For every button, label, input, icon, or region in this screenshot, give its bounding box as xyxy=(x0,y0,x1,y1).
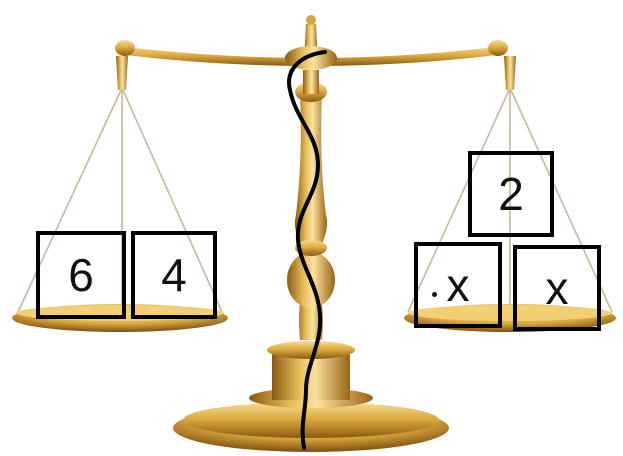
right-box-x-first: x xyxy=(414,242,502,328)
scale-column xyxy=(287,15,335,340)
left-box-four-label: 4 xyxy=(161,249,187,301)
right-box-two-label: 2 xyxy=(498,168,524,220)
scale-base xyxy=(173,341,449,452)
right-box-x-second-label: x xyxy=(545,262,569,314)
scale-beam xyxy=(115,40,508,70)
dot-mark xyxy=(432,292,437,297)
right-box-two: 2 xyxy=(468,151,554,237)
wavy-divider-line xyxy=(287,50,327,450)
right-box-x-first-label: x xyxy=(446,259,470,311)
left-box-six: 6 xyxy=(36,231,126,319)
pan-strings xyxy=(17,87,613,313)
right-box-x-second: x xyxy=(513,245,601,331)
pan-hangers xyxy=(116,56,516,90)
left-box-six-label: 6 xyxy=(68,249,94,301)
left-box-four: 4 xyxy=(131,231,217,319)
